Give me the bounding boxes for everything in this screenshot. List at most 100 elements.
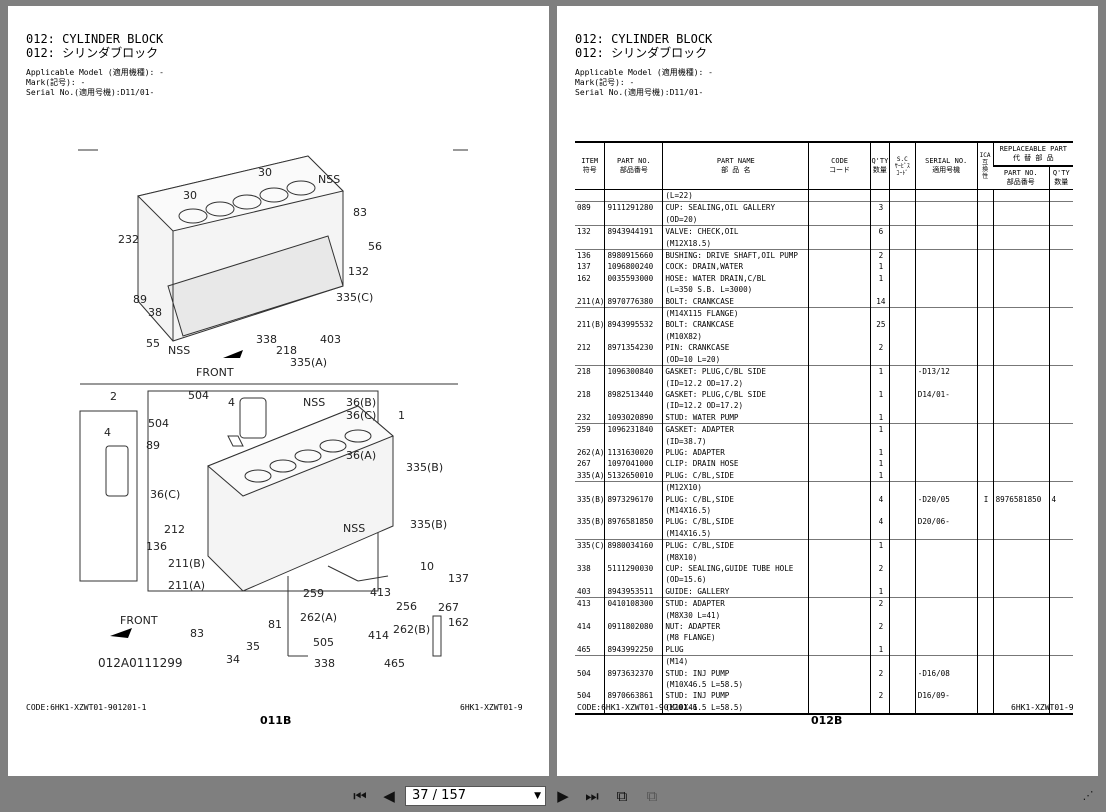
- cell-rep-part-no: [992, 551, 1049, 563]
- cell-ica: [976, 690, 994, 702]
- cell-serial: [914, 411, 978, 424]
- cell-part-name: BUSHING: DRIVE SHAFT,OIL PUMP: [662, 249, 809, 262]
- cell-rep-qty: [1048, 690, 1073, 702]
- cell-sc: [888, 574, 916, 586]
- cell-item: 335(B): [577, 517, 605, 527]
- cell-sc: [888, 201, 916, 214]
- cell-item: 335(C): [575, 539, 605, 552]
- cell-rep-qty: [1048, 330, 1073, 343]
- cell-serial: [914, 272, 978, 285]
- cell-sc: [888, 493, 916, 505]
- last-page-icon[interactable]: ⏭: [585, 787, 599, 805]
- cell-part-name: (M12X10): [662, 481, 809, 494]
- cell-serial: [914, 701, 978, 715]
- cell-part-name: (M8X30 L=41): [662, 609, 809, 622]
- callout-label: 36(C): [150, 488, 180, 501]
- cell-item: 403: [577, 586, 591, 596]
- page-select[interactable]: 37 / 157▼: [405, 786, 546, 806]
- callout-label: 504: [188, 389, 209, 402]
- callout-label: 413: [370, 586, 391, 599]
- cell-rep-qty: [1048, 307, 1073, 320]
- callout-label: 335(C): [336, 291, 373, 304]
- cell-code: [808, 295, 871, 308]
- cell-qty: [869, 330, 890, 343]
- cell-serial: [914, 319, 978, 331]
- cell-serial: [914, 481, 978, 494]
- prev-page-icon[interactable]: ◀: [383, 787, 395, 805]
- cell-code: [808, 249, 871, 262]
- fit-page-icon[interactable]: ⧉: [616, 787, 628, 805]
- cell-rep-part-no: 8976581850: [992, 493, 1049, 505]
- table-row: (L=22): [575, 189, 1073, 202]
- cell-item: 212: [577, 343, 591, 353]
- cell-rep-part-no: [992, 423, 1049, 436]
- callout-label: 211(B): [168, 557, 205, 570]
- cell-rep-part-no: [992, 690, 1049, 702]
- page-meta: Applicable Model (適用機種): -Mark(記号): -Ser…: [575, 68, 713, 97]
- callout-label: 38: [148, 306, 162, 319]
- cell-qty: [869, 504, 890, 517]
- cell-serial: [914, 400, 978, 412]
- cell-code: [808, 261, 871, 273]
- cell-item: 504: [577, 668, 591, 678]
- resize-grip-icon[interactable]: ⋰: [1082, 789, 1094, 802]
- cell-ica: [976, 585, 994, 598]
- cell-item: [575, 400, 605, 411]
- cell-rep-part-no: [992, 504, 1049, 517]
- cell-rep-qty: [1048, 504, 1073, 517]
- cell-item: 335(A): [577, 470, 605, 480]
- cell-part-name: GUIDE: GALLERY: [662, 585, 809, 598]
- viewer-toolbar: ⏮ ◀ 37 / 157▼ ▶ ⏭ ⧉ ⧉ ⋰: [0, 778, 1106, 812]
- cell-ica: [976, 551, 994, 563]
- callout-label: 89: [133, 293, 147, 306]
- cell-serial: [914, 201, 978, 214]
- cell-qty: 1: [869, 261, 890, 273]
- callout-label: 81: [268, 618, 282, 631]
- cell-sc: [888, 411, 916, 424]
- cell-qty: 1: [869, 585, 890, 598]
- callout-label: 56: [368, 240, 382, 253]
- callout-label: 36(C): [346, 409, 376, 422]
- cell-sc: [888, 272, 916, 285]
- cell-rep-part-no: [992, 469, 1049, 482]
- cell-rep-qty: [1048, 458, 1073, 470]
- cell-item: 262(A): [577, 447, 605, 457]
- single-page-view-icon[interactable]: ⧉: [646, 787, 658, 805]
- cell-ica: [976, 225, 994, 238]
- cell-sc: [888, 701, 916, 715]
- callout-label: 335(A): [290, 356, 327, 369]
- cell-part-no: [604, 377, 663, 389]
- cell-rep-part-no: [992, 388, 1049, 401]
- cell-part-name: (M8 FLANGE): [662, 632, 809, 644]
- cell-serial: -D16/08: [914, 667, 978, 680]
- cell-item: 218: [575, 365, 605, 378]
- next-page-icon[interactable]: ▶: [557, 787, 569, 805]
- cell-sc: [888, 319, 916, 331]
- cell-item: [575, 574, 605, 585]
- callout-label: 256: [396, 600, 417, 613]
- cell-sc: [888, 643, 916, 656]
- cell-sc: [888, 632, 916, 644]
- cell-rep-part-no: [992, 284, 1049, 296]
- cell-serial: [914, 632, 978, 644]
- col-sc: S.C ｻｰﾋﾞｽ ｺｰﾄﾞ: [888, 142, 916, 190]
- cell-item: 137: [577, 262, 591, 272]
- cell-sc: [888, 551, 916, 563]
- cell-code: [808, 377, 871, 389]
- cell-ica: [976, 643, 994, 656]
- cell-qty: 1: [869, 458, 890, 470]
- cell-part-no: 0410108300: [604, 597, 663, 610]
- cell-qty: 6: [869, 225, 890, 238]
- cell-part-name: PLUG: C/BL,SIDE: [662, 539, 809, 552]
- first-page-icon[interactable]: ⏮: [353, 787, 367, 805]
- footer-code: CODE:6HK1-XZWT01-901201-1: [577, 703, 698, 712]
